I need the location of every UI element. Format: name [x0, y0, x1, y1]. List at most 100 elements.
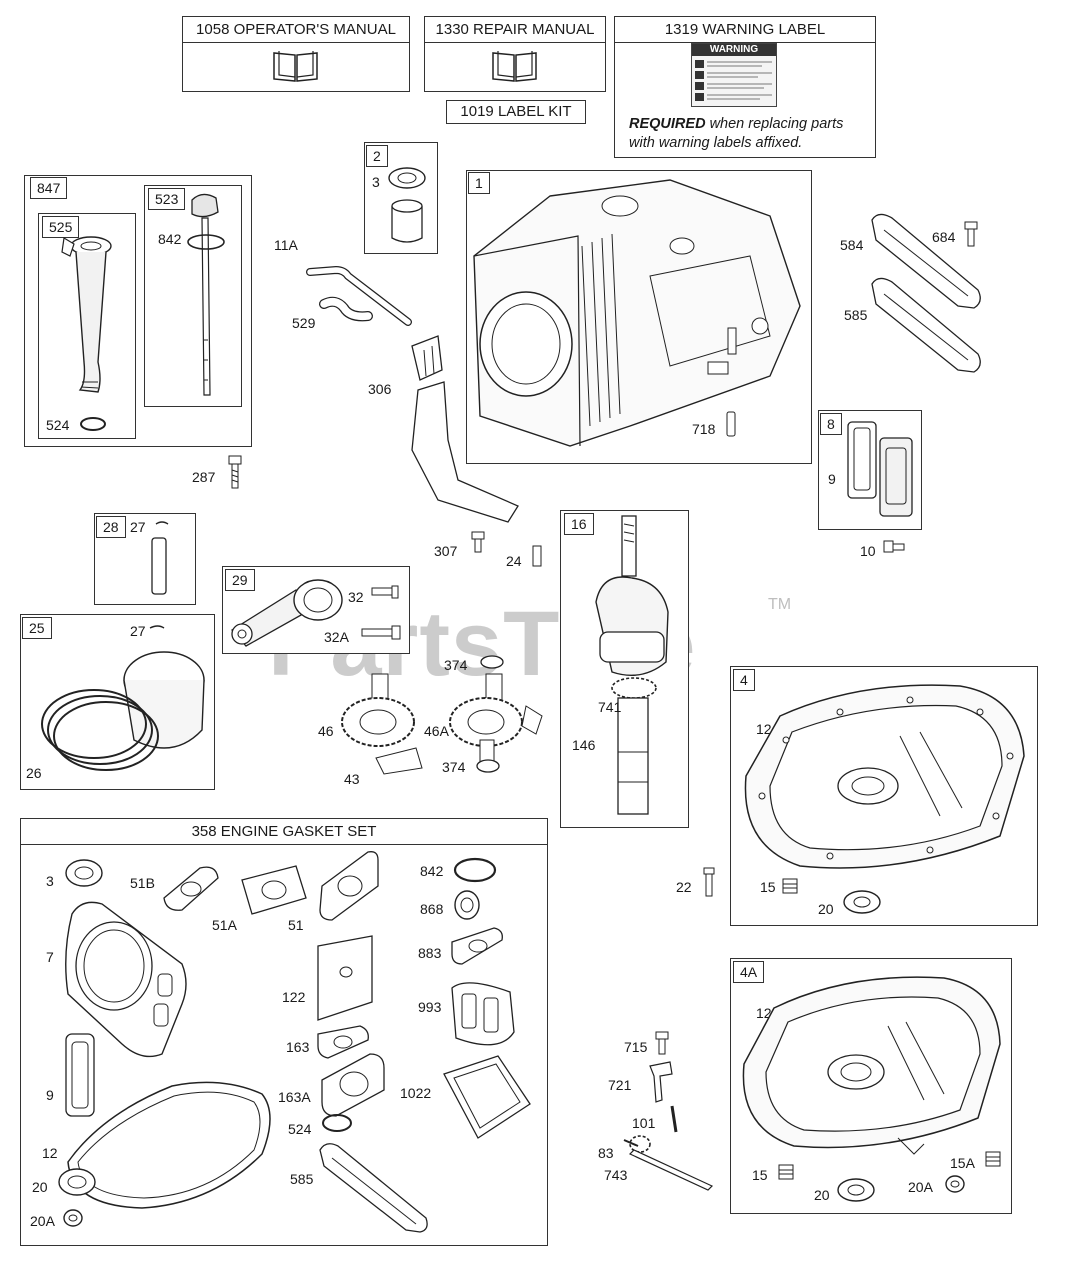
part-tag-4A[interactable]: 4A: [733, 961, 765, 983]
part-tag-523[interactable]: 523: [148, 188, 186, 210]
label-15b: 15: [752, 1167, 768, 1183]
label-11A: 11A: [274, 237, 298, 253]
plug-drawing: [778, 1164, 794, 1180]
label-718: 718: [692, 421, 716, 437]
oil-seal-drawing: [65, 859, 103, 887]
governor-crank-drawing: [649, 1061, 673, 1103]
label-9: 9: [828, 471, 836, 487]
label-20b: 20: [32, 1179, 48, 1195]
dipstick-tube-drawing: [61, 236, 112, 393]
gasket-drawing: [451, 927, 503, 965]
part-tag-1[interactable]: 1: [468, 172, 490, 194]
label-374b: 374: [442, 759, 466, 775]
label-163A: 163A: [278, 1089, 311, 1105]
label-524b: 524: [288, 1121, 312, 1137]
part-tag-16[interactable]: 16: [564, 513, 594, 535]
label-146: 146: [572, 737, 596, 753]
label-743: 743: [604, 1167, 628, 1183]
bolt-drawing: [228, 455, 242, 489]
label-15: 15: [760, 879, 776, 895]
label-684: 684: [932, 229, 956, 245]
label-868: 868: [420, 901, 444, 917]
part-tag-4[interactable]: 4: [733, 669, 755, 691]
warning-sticker-lines: [695, 60, 772, 101]
bolt-drawing: [964, 221, 978, 247]
part-group-523[interactable]: [144, 185, 242, 407]
screw-drawing: [471, 531, 485, 553]
rod-bolt-long-drawing: [361, 625, 401, 640]
part-tag-525[interactable]: 525: [42, 216, 80, 238]
label-26: 26: [26, 765, 42, 781]
label-32A: 32A: [324, 629, 349, 645]
o-ring-drawing: [322, 1114, 352, 1132]
part-tag-29[interactable]: 29: [225, 569, 255, 591]
crankshaft-drawing: [595, 515, 669, 815]
warning-label-title: 1319 WARNING LABEL: [615, 17, 875, 43]
label-374: 374: [444, 657, 468, 673]
label-883: 883: [418, 945, 442, 961]
label-101: 101: [632, 1115, 656, 1131]
warning-sticker: WARNING: [691, 43, 777, 107]
book-icon: [492, 51, 537, 82]
label-715: 715: [624, 1039, 648, 1055]
valve-cover-drawing: [847, 421, 913, 517]
label-122: 122: [282, 989, 306, 1005]
gasket-plate-drawing: [871, 213, 981, 373]
gasket-drawing: [319, 851, 379, 921]
label-585: 585: [844, 307, 868, 323]
repair-manual-box[interactable]: 1330 REPAIR MANUAL: [424, 16, 606, 92]
label-27b: 27: [130, 623, 146, 639]
key-drawing: [532, 545, 542, 567]
valve-cover-gasket-drawing: [451, 982, 515, 1046]
label-kit-box[interactable]: 1019 LABEL KIT: [446, 100, 586, 124]
dowel-pin-drawing: [726, 411, 736, 437]
part-tag-2[interactable]: 2: [366, 145, 388, 167]
label-524: 524: [46, 417, 70, 433]
o-ring-drawing: [80, 417, 106, 431]
gasket-set-title: 358 ENGINE GASKET SET: [21, 819, 547, 845]
label-3b: 3: [46, 873, 54, 889]
part-tag-25[interactable]: 25: [22, 617, 52, 639]
label-46: 46: [318, 723, 334, 739]
label-529: 529: [292, 315, 316, 331]
label-51B: 51B: [130, 875, 155, 891]
part-tag-847[interactable]: 847: [30, 177, 68, 199]
plug-drawing: [985, 1151, 1001, 1167]
label-83: 83: [598, 1145, 614, 1161]
part-tag-28[interactable]: 28: [96, 516, 126, 538]
gasket-drawing: [241, 865, 307, 915]
oil-seal-drawing: [837, 1178, 875, 1202]
gasket-drawing: [65, 1033, 95, 1117]
label-585b: 585: [290, 1171, 314, 1187]
label-22: 22: [676, 879, 692, 895]
sump-gasket-drawing: [67, 1081, 271, 1209]
label-721: 721: [608, 1077, 632, 1093]
operators-manual-box[interactable]: 1058 OPERATOR'S MANUAL: [182, 16, 410, 92]
label-842: 842: [158, 231, 182, 247]
label-20c: 20: [814, 1187, 830, 1203]
label-32: 32: [348, 589, 364, 605]
label-287: 287: [192, 469, 216, 485]
book-icon: [273, 51, 318, 82]
label-51A: 51A: [212, 917, 237, 933]
gasket-strip-drawing: [319, 1143, 428, 1233]
label-12b: 12: [42, 1145, 58, 1161]
wrist-pin-drawing: [151, 521, 169, 595]
gasket-drawing: [321, 1053, 385, 1117]
o-ring-drawing: [453, 857, 497, 883]
gasket-drawing: [317, 1025, 369, 1059]
part-tag-8[interactable]: 8: [820, 413, 842, 435]
camshaft-gear-drawing: [341, 655, 543, 775]
label-9b: 9: [46, 1087, 54, 1103]
label-20Ac: 20A: [908, 1179, 933, 1195]
screw-drawing: [883, 540, 905, 553]
connecting-rod-drawing: [231, 579, 343, 647]
head-gasket-drawing: [65, 901, 187, 1058]
piston-and-rings-drawing: [41, 625, 205, 771]
warning-label-box[interactable]: 1319 WARNING LABEL WARNING REQUIRED when…: [614, 16, 876, 158]
label-20Ab: 20A: [30, 1213, 55, 1229]
seal-and-bushing-drawing: [388, 167, 426, 243]
label-12c: 12: [756, 1005, 772, 1021]
watermark-tm: TM: [768, 596, 792, 613]
label-7: 7: [46, 949, 54, 965]
